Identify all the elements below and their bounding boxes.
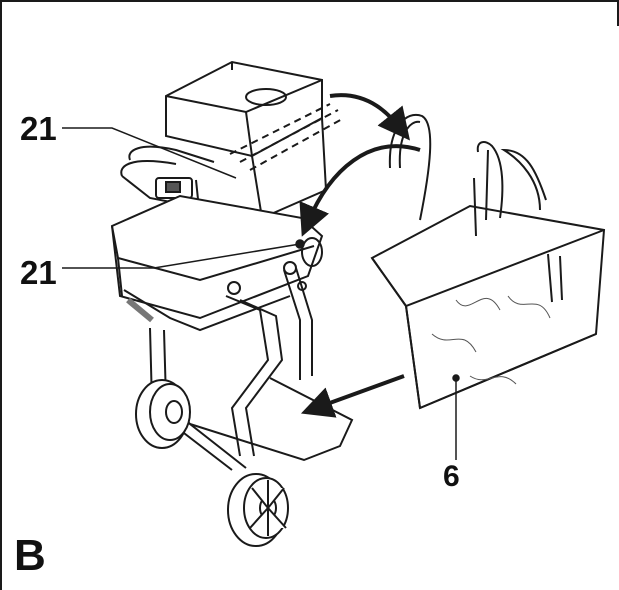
mounting-dashes bbox=[229, 103, 345, 171]
callout-21-upper: 21 bbox=[20, 110, 57, 147]
frame-right-border bbox=[617, 0, 619, 26]
wheel-front bbox=[227, 473, 289, 547]
leader-21-upper bbox=[62, 127, 237, 179]
wheel-rear bbox=[135, 379, 191, 449]
frame-left-border bbox=[0, 0, 2, 590]
leader-21-lower bbox=[62, 243, 301, 269]
callout-21-lower: 21 bbox=[20, 254, 57, 291]
callout-6-bag: 6 bbox=[443, 460, 460, 493]
figure-letter: B bbox=[14, 531, 46, 580]
callout-leaders bbox=[62, 127, 460, 460]
collection-bag bbox=[370, 113, 606, 410]
hopper-housing bbox=[165, 60, 328, 240]
frame-top-border bbox=[0, 0, 619, 2]
movement-arrows bbox=[299, 93, 421, 418]
